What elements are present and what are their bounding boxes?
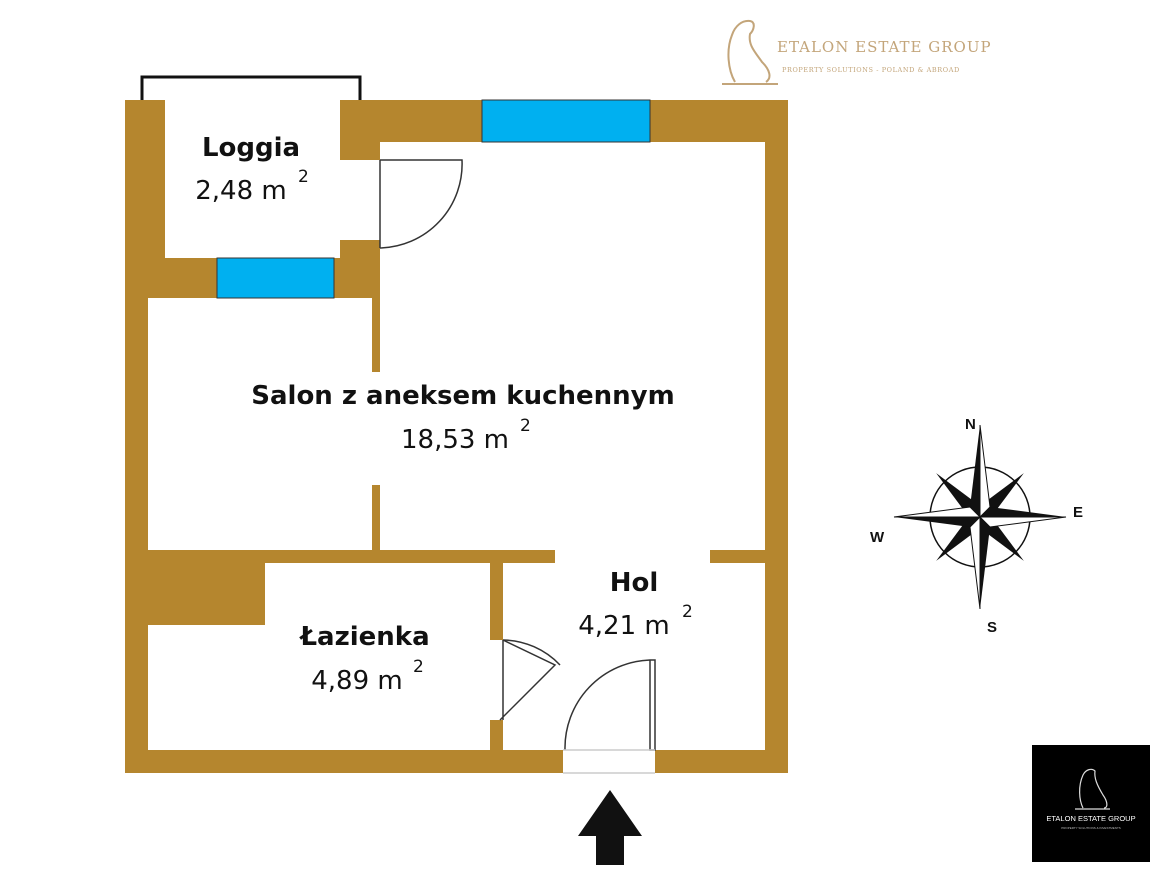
cat-logo-icon (722, 19, 778, 85)
logo-top: ETALON ESTATE GROUP PROPERTY SOLUTIONS -… (722, 19, 992, 85)
room-hol: Hol 4,21 m 2 (578, 568, 693, 641)
compass-w: W (870, 529, 885, 546)
compass-e: E (1073, 504, 1083, 521)
door-bathroom-arc (502, 639, 561, 666)
door-bathroom (499, 639, 557, 721)
compass-rose-icon: N E S W (870, 416, 1083, 636)
doors (379, 159, 656, 774)
arrow-up-icon (578, 790, 642, 865)
room-area: 18,53 m (401, 425, 509, 455)
room-name: Loggia (202, 133, 300, 163)
room-area: 4,89 m (311, 666, 402, 696)
room-area: 2,48 m (195, 176, 286, 206)
window-loggia (216, 257, 335, 299)
door-loggia (379, 159, 463, 249)
room-name: Łazienka (298, 622, 429, 652)
room-name: Hol (610, 568, 659, 598)
room-area: 4,21 m (578, 611, 669, 641)
room-lazienka: Łazienka 4,89 m 2 (298, 622, 429, 696)
room-salon: Salon z aneksem kuchennym 18,53 m 2 (251, 381, 674, 455)
logo-subtitle: PROPERTY SOLUTIONS & INVESTMENTS (1061, 826, 1121, 830)
door-entrance (564, 659, 656, 751)
window-top (481, 99, 651, 143)
loggia-railing (140, 75, 362, 100)
room-area-exp: 2 (413, 657, 424, 677)
windows (216, 99, 651, 299)
room-area-exp: 2 (298, 167, 309, 187)
logo-bottom: ETALON ESTATE GROUP PROPERTY SOLUTIONS &… (1032, 745, 1150, 862)
logo-title: ETALON ESTATE GROUP (1046, 814, 1135, 823)
compass-s: S (987, 619, 997, 636)
cat-logo-icon (1075, 768, 1110, 810)
logo-subtitle: PROPERTY SOLUTIONS - POLAND & ABROAD (782, 66, 960, 74)
room-area-exp: 2 (520, 416, 531, 436)
logo-title: ETALON ESTATE GROUP (777, 38, 992, 56)
room-area-exp: 2 (682, 602, 693, 622)
compass-n: N (965, 416, 976, 433)
room-loggia: Loggia 2,48 m 2 (195, 133, 309, 206)
room-name: Salon z aneksem kuchennym (251, 381, 674, 411)
